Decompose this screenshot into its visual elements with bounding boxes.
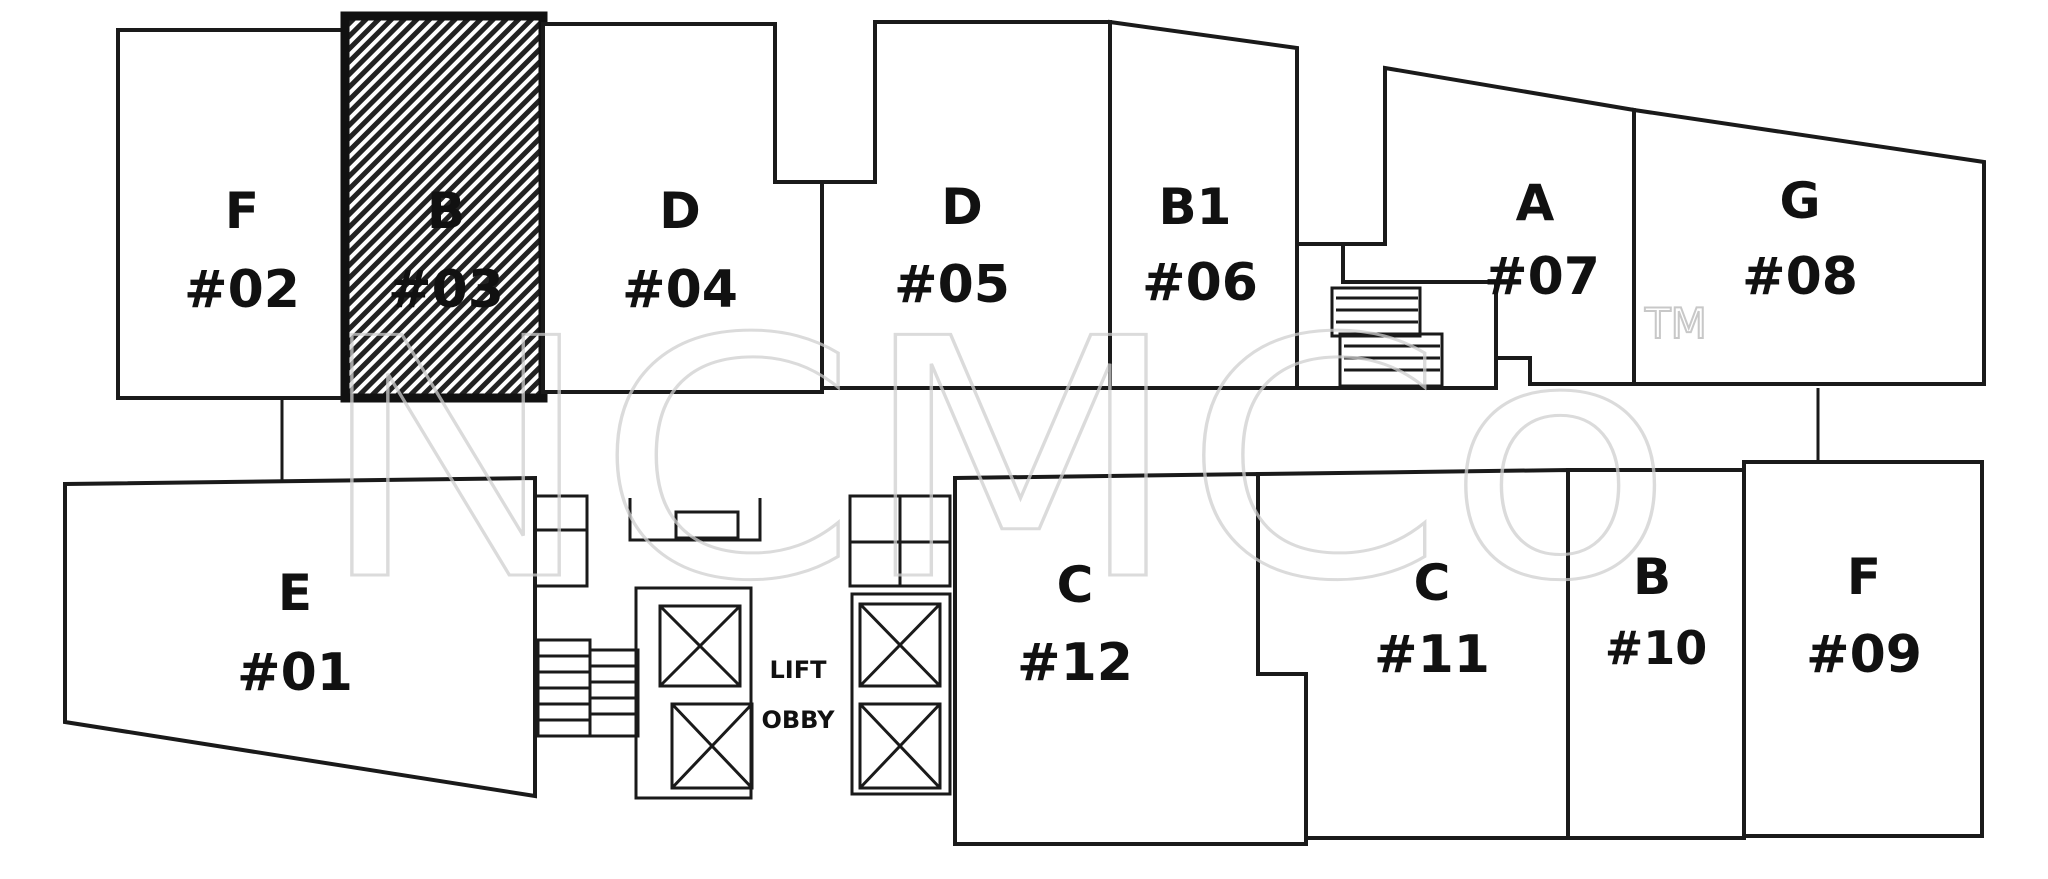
unit-08-type: G: [1779, 172, 1820, 230]
unit-06-number: #06: [1142, 253, 1258, 313]
unit-10-number: #10: [1605, 621, 1708, 675]
lift-label-line1: LIFT: [770, 656, 828, 684]
unit-03-type: B: [427, 182, 465, 240]
lift-lobby-core: [533, 494, 952, 800]
unit-07-type: A: [1516, 174, 1555, 232]
unit-06-type: B1: [1159, 178, 1232, 236]
unit-05-type: D: [941, 178, 983, 236]
watermark-text: NCMCo: [315, 269, 1675, 653]
unit-11-number: #11: [1374, 625, 1490, 685]
unit-04-type: D: [659, 182, 701, 240]
unit-09-type: F: [1847, 548, 1881, 606]
watermark-tm: TM: [1644, 299, 1707, 348]
unit-03-number: #03: [388, 260, 504, 320]
unit-01[interactable]: [63, 475, 537, 799]
unit-11-type: C: [1414, 554, 1451, 612]
lift-car-1: [658, 604, 742, 688]
unit-10-type: B: [1633, 548, 1671, 606]
unit-08[interactable]: [1632, 107, 1986, 386]
unit-01-number: #01: [237, 643, 353, 703]
unit-04-number: #04: [622, 260, 738, 320]
unit-09[interactable]: [1742, 460, 1984, 838]
unit-05-number: #05: [894, 255, 1010, 315]
unit-02-number: #02: [184, 260, 300, 320]
unit-08-number: #08: [1742, 247, 1858, 307]
lift-label-line2: OBBY: [761, 706, 835, 734]
unit-01-type: E: [278, 564, 312, 622]
lift-car-4: [858, 702, 942, 790]
unit-12-number: #12: [1017, 633, 1133, 693]
unit-07-number: #07: [1484, 247, 1600, 307]
lift-car-2: [670, 702, 754, 790]
lift-car-3: [858, 602, 942, 688]
unit-02-type: F: [225, 182, 259, 240]
unit-03[interactable]: [340, 11, 548, 403]
unit-12-type: C: [1057, 556, 1094, 614]
unit-09-number: #09: [1806, 625, 1922, 685]
